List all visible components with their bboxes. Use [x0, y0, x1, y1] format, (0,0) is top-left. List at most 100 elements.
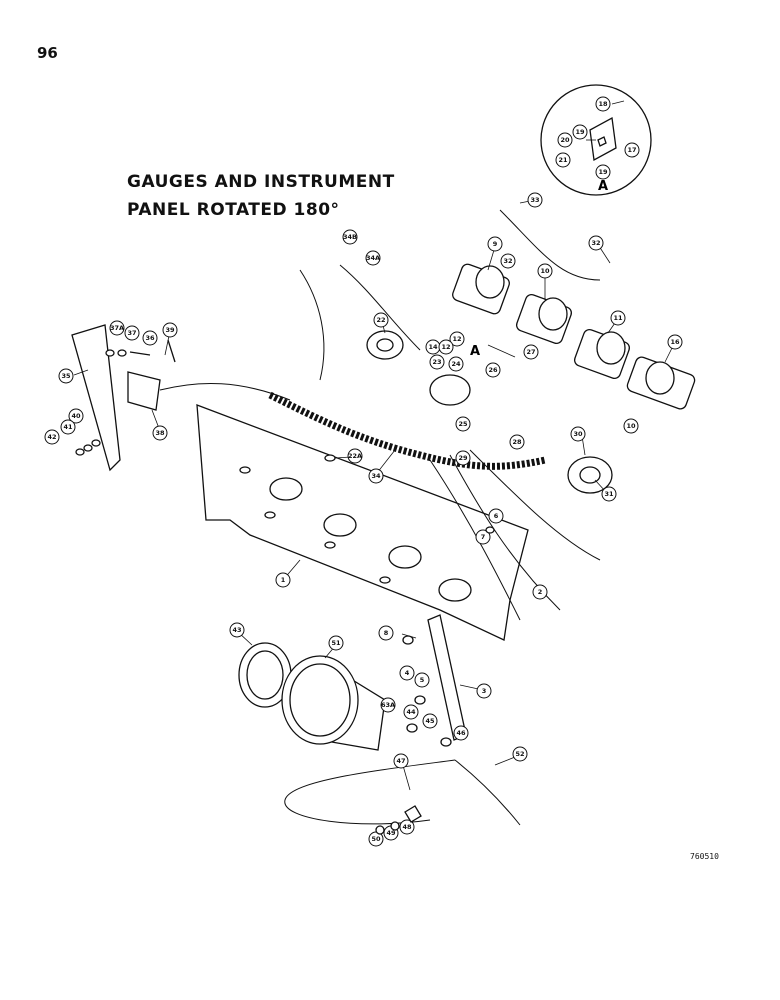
callout-40: 40: [68, 408, 84, 424]
callout-24: 24: [448, 356, 464, 372]
callout-39: 39: [162, 322, 178, 338]
callout-9: 9: [487, 236, 503, 252]
callout-44: 44: [403, 704, 419, 720]
callout-2: 2: [532, 584, 548, 600]
callout-41: 41: [60, 419, 76, 435]
svg-text:22A: 22A: [348, 452, 362, 460]
svg-text:9: 9: [493, 240, 498, 248]
svg-text:35: 35: [61, 372, 71, 380]
detail-a-label: A: [598, 179, 608, 194]
svg-text:8: 8: [384, 629, 389, 637]
svg-text:36: 36: [145, 334, 155, 342]
callout-17: 17: [624, 142, 640, 158]
callout-20: 20: [557, 132, 573, 148]
callout-10: 10: [537, 263, 553, 279]
callout-37: 37: [124, 325, 140, 341]
svg-text:22: 22: [376, 316, 385, 324]
callout-29: 29: [455, 450, 471, 466]
callout-43: 43: [229, 622, 245, 638]
callout-47: 47: [393, 753, 409, 769]
callout-16: 16: [667, 334, 683, 350]
svg-text:41: 41: [63, 423, 73, 431]
panel-opening: [323, 513, 357, 537]
wiring-harness: [268, 391, 546, 470]
svg-text:44: 44: [406, 708, 416, 716]
panel-opening: [438, 578, 472, 602]
callout-11: 11: [610, 310, 626, 326]
switch-22: [366, 330, 404, 360]
callout-22: 22: [373, 312, 389, 328]
svg-text:18: 18: [598, 100, 608, 108]
callout-63a: 63A: [380, 697, 396, 713]
diagram-title-line-2: PANEL ROTATED 180°: [127, 200, 340, 220]
hardware-items: [75, 339, 495, 835]
gauge-16: [626, 356, 696, 410]
callout-12: 12: [438, 339, 454, 355]
callout-8: 8: [378, 625, 394, 641]
callout-33: 33: [527, 192, 543, 208]
callout-48: 48: [399, 819, 415, 835]
svg-text:26: 26: [488, 366, 498, 374]
callout-36: 36: [142, 330, 158, 346]
svg-text:16: 16: [670, 338, 680, 346]
callout-3: 3: [476, 683, 492, 699]
svg-text:63A: 63A: [381, 701, 395, 709]
gauge-11: [573, 328, 631, 380]
svg-text:45: 45: [425, 717, 435, 725]
svg-text:46: 46: [456, 729, 466, 737]
panel-hole: [264, 511, 276, 519]
svg-text:23: 23: [432, 358, 441, 366]
callout-12: 12: [449, 331, 465, 347]
callout-1: 1: [275, 572, 291, 588]
svg-text:24: 24: [451, 360, 461, 368]
svg-text:29: 29: [458, 454, 468, 462]
callout-52: 52: [512, 746, 528, 762]
panel-hole: [239, 466, 251, 474]
svg-text:40: 40: [71, 412, 81, 420]
svg-text:49: 49: [386, 829, 396, 837]
svg-text:30: 30: [573, 430, 583, 438]
panel-opening: [269, 477, 303, 501]
svg-text:7: 7: [481, 533, 486, 541]
callout-34: 34: [368, 468, 384, 484]
svg-text:34B: 34B: [343, 233, 357, 241]
callout-10b: 10: [623, 418, 639, 434]
hourmeter-43: [238, 642, 292, 708]
switch-block: [127, 371, 161, 411]
svg-text:39: 39: [165, 326, 175, 334]
callout-30: 30: [570, 426, 586, 442]
callout-19: 19: [572, 124, 588, 140]
svg-text:14: 14: [428, 343, 438, 351]
svg-text:38: 38: [155, 429, 165, 437]
callout-51: 51: [328, 635, 344, 651]
callout-26: 26: [485, 362, 501, 378]
callout-46: 46: [453, 725, 469, 741]
callout-27: 27: [523, 344, 539, 360]
callout-7: 7: [475, 529, 491, 545]
detail-a-pointer: A: [470, 344, 480, 359]
svg-text:10: 10: [626, 422, 636, 430]
callout-25: 25: [455, 416, 471, 432]
callout-21: 21: [555, 152, 571, 168]
diagram-title-line-1: GAUGES AND INSTRUMENT: [127, 172, 395, 192]
svg-text:33: 33: [530, 196, 539, 204]
svg-text:37A: 37A: [110, 324, 124, 332]
svg-text:34A: 34A: [366, 254, 380, 262]
callout-34a: 34A: [365, 250, 381, 266]
svg-text:4: 4: [405, 669, 410, 677]
callout-31: 31: [601, 486, 617, 502]
svg-text:5: 5: [420, 676, 425, 684]
svg-text:21: 21: [558, 156, 568, 164]
svg-text:2: 2: [538, 588, 543, 596]
svg-text:27: 27: [526, 348, 535, 356]
svg-text:28: 28: [512, 438, 522, 446]
callout-35: 35: [58, 368, 74, 384]
callout-42: 42: [44, 429, 60, 445]
callout-32: 32: [500, 253, 516, 269]
switch-23: [429, 374, 471, 406]
svg-text:50: 50: [371, 835, 381, 843]
svg-text:43: 43: [232, 626, 241, 634]
svg-text:32: 32: [591, 239, 600, 247]
svg-text:11: 11: [613, 314, 623, 322]
